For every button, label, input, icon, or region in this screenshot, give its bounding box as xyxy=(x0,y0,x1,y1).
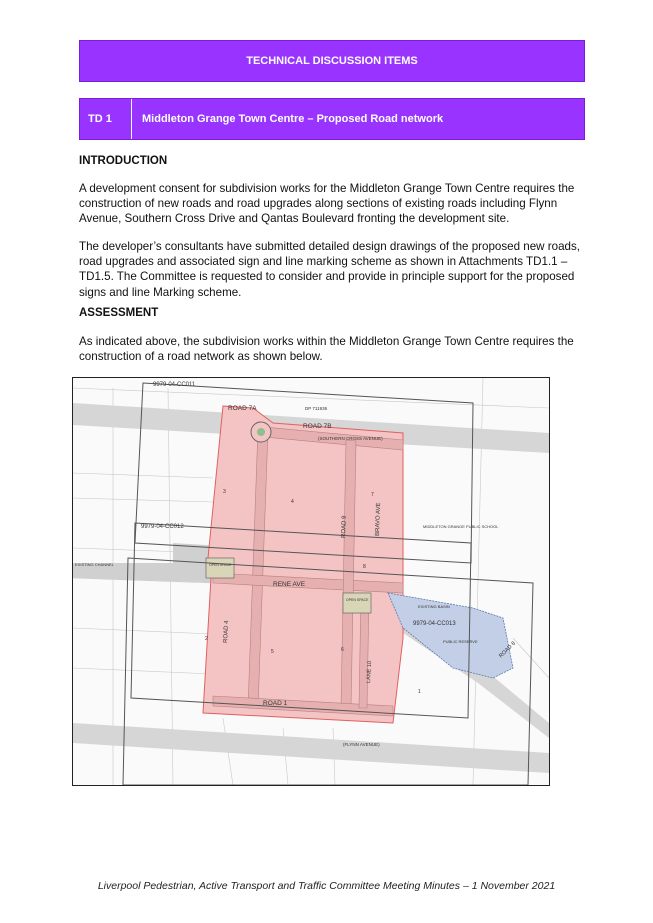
roundabout-island xyxy=(257,428,265,436)
road-network-map: 9979-04-CC011 9979-04-CC012 9979-04-CC01… xyxy=(72,377,550,786)
sheet-cc012-frame xyxy=(130,522,472,719)
item-title: Middleton Grange Town Centre – Proposed … xyxy=(142,113,444,125)
open-space-1 xyxy=(205,557,235,579)
lot-2-label: 2 xyxy=(205,636,208,642)
open-space-2 xyxy=(342,592,372,614)
dp-top-label: DP 711936 xyxy=(305,406,328,411)
road-7a-label: ROAD 7A xyxy=(228,405,257,412)
lot-6-label: 6 xyxy=(341,647,344,653)
introduction-paragraph-1: A development consent for subdivision wo… xyxy=(79,182,575,226)
lot-5-label: 5 xyxy=(271,649,274,655)
assessment-paragraph: As indicated above, the subdivision work… xyxy=(79,335,574,364)
lot-4-label: 4 xyxy=(291,499,294,505)
existing-basin-label: EXISTING BASIN xyxy=(418,604,450,609)
road-network-plan: 9979-04-CC011 9979-04-CC012 9979-04-CC01… xyxy=(73,378,549,785)
existing-channel-shape xyxy=(73,543,223,583)
flynn-road-shape xyxy=(73,723,549,773)
assessment-heading: ASSESSMENT xyxy=(79,307,159,319)
flynn-label: (FLYNN AVENUE) xyxy=(343,742,380,747)
road-4-label: ROAD 4 xyxy=(223,620,230,643)
road-1-label: ROAD 1 xyxy=(263,700,288,707)
section-banner: TECHNICAL DISCUSSION ITEMS xyxy=(79,40,585,82)
lot-7-label: 7 xyxy=(371,492,374,498)
public-reserve-label: PUBLIC RESERVE xyxy=(443,639,478,644)
road-7b-label: ROAD 7B xyxy=(303,423,332,430)
item-banner: TD 1 Middleton Grange Town Centre – Prop… xyxy=(79,98,585,140)
existing-basin-shape xyxy=(387,592,514,679)
lot-3-label: 3 xyxy=(223,489,226,495)
lot-8-label: 8 xyxy=(363,564,366,570)
rene-ave-label: RENE AVE xyxy=(273,581,306,588)
existing-channel-label: EXISTING CHANNEL xyxy=(75,562,115,567)
bravo-ave-label: BRAVO AVE xyxy=(375,502,382,536)
open-space-1-label: OPEN SPACE xyxy=(209,563,232,567)
introduction-heading: INTRODUCTION xyxy=(79,155,168,167)
item-code: TD 1 xyxy=(80,99,132,139)
road-9-label: ROAD 9 xyxy=(341,515,348,538)
sheet-cc013-label: 9979-04-CC013 xyxy=(413,621,456,627)
southern-cross-label: (SOUTHERN CROSS AVENUE) xyxy=(318,436,383,441)
introduction-paragraph-2: The developer’s consultants have submitt… xyxy=(79,240,580,299)
rene-ave-shape xyxy=(212,572,404,594)
lot-1-label: 1 xyxy=(418,689,421,695)
section-title: TECHNICAL DISCUSSION ITEMS xyxy=(246,55,418,67)
page-footer: Liverpool Pedestrian, Active Transport a… xyxy=(97,880,556,892)
sheet-cc013-frame xyxy=(122,557,534,785)
open-space-2-label: OPEN SPACE xyxy=(346,598,369,602)
sheet-cc012-label: 9979-04-CC012 xyxy=(141,524,184,530)
lane-10-label: LANE 10 xyxy=(366,661,373,683)
sheet-cc011-label: 9979-04-CC011 xyxy=(153,382,196,388)
school-label: MIDDLETON GRANGE PUBLIC SCHOOL xyxy=(423,524,499,529)
